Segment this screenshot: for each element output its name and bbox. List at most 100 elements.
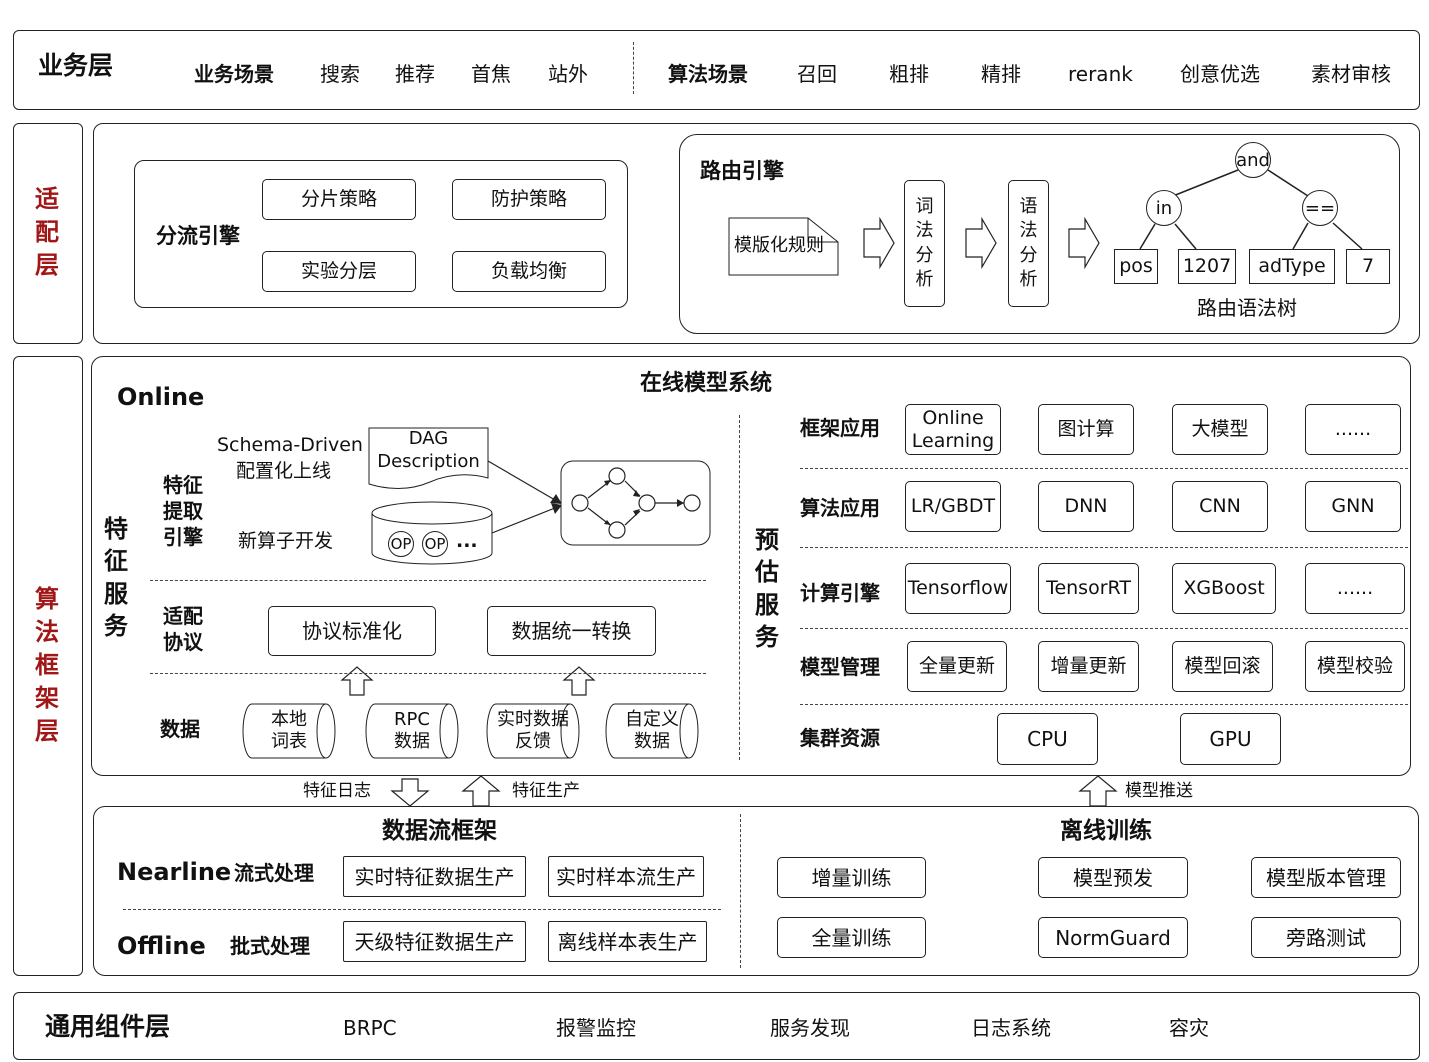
framework-more-box: ...... [1305, 404, 1401, 455]
predict-row-label: 模型管理 [800, 655, 880, 679]
feature-divider [150, 580, 706, 581]
offline-panel [93, 806, 1419, 976]
common-layer-title: 通用组件层 [45, 1012, 171, 1041]
common-item: 服务发现 [770, 1016, 850, 1040]
common-item: 报警监控 [556, 1016, 636, 1040]
nearline-label: Nearline [117, 858, 232, 886]
routing-engine-title: 路由引擎 [700, 159, 784, 183]
new-op-label: 新算子开发 [238, 530, 334, 552]
stream-label: 流式处理 [234, 861, 314, 885]
model-rollback-box: 模型回滚 [1172, 641, 1273, 692]
op-ellipsis: ... [456, 530, 478, 552]
common-item: BRPC [343, 1016, 397, 1040]
online-learning-box: Online Learning [905, 404, 1001, 455]
tensorrt-box: TensorRT [1038, 563, 1139, 614]
algo-scene-item: 召回 [797, 62, 837, 86]
algo-layer-label-panel [13, 356, 83, 976]
business-layer-panel [13, 30, 1420, 110]
protocol-standard-box: 协议标准化 [268, 606, 436, 656]
model-verify-box: 模型校验 [1305, 641, 1405, 692]
algo-scene-item: 精排 [981, 62, 1021, 86]
cnn-box: CNN [1172, 481, 1268, 532]
predict-divider [800, 628, 1408, 629]
shadow-test-box: 旁路测试 [1251, 917, 1401, 958]
gnn-box: GNN [1305, 481, 1401, 532]
normguard-box: NormGuard [1038, 917, 1188, 958]
business-scene-label: 业务场景 [194, 62, 274, 86]
tree-node-eq: == [1302, 190, 1338, 226]
common-item: 日志系统 [971, 1016, 1051, 1040]
offline-label: Offline [117, 932, 206, 960]
predict-row-label: 集群资源 [800, 726, 880, 750]
routing-tree-label: 路由语法树 [1197, 296, 1297, 320]
tree-node-in: in [1146, 190, 1182, 226]
gpu-box: GPU [1180, 713, 1281, 765]
data-source-realtime-feedback: 实时数据 反馈 [486, 703, 580, 759]
algo-scene-item: 素材审核 [1311, 62, 1391, 86]
offline-sample-table-box: 离线样本表生产 [548, 921, 707, 962]
dag-description-doc: DAG Description [377, 428, 480, 472]
predict-divider [800, 704, 1408, 705]
algo-scene-label: 算法场景 [668, 62, 748, 86]
data-source-rpc: RPC 数据 [365, 703, 459, 759]
predict-divider [800, 547, 1408, 548]
config-online-label: 配置化上线 [236, 460, 332, 482]
template-rule-doc: 模版化规则 [734, 235, 824, 256]
feature-log-label: 特征日志 [303, 781, 371, 801]
online-vertical-divider [739, 415, 740, 760]
lexical-analysis-box: 词法分析 [904, 180, 945, 307]
offline-vertical-divider [740, 814, 741, 968]
business-scene-item: 推荐 [395, 62, 435, 86]
online-label: Online [117, 383, 205, 411]
data-source-custom: 自定义 数据 [605, 703, 699, 759]
syntax-analysis-box: 语法分析 [1008, 180, 1049, 307]
tree-leaf: adType [1249, 249, 1335, 284]
protocol-divider [150, 673, 706, 674]
algo-layer-title: 算法框架层 [35, 585, 59, 746]
incremental-train-box: 增量训练 [777, 857, 926, 898]
cpu-box: CPU [997, 713, 1098, 765]
dnn-box: DNN [1038, 481, 1134, 532]
xgboost-box: XGBoost [1172, 563, 1276, 614]
offline-training-title: 离线训练 [1060, 818, 1152, 844]
feature-extract-title: 特征提取引擎 [163, 473, 203, 549]
business-scene-item: 搜索 [320, 62, 360, 86]
business-divider [633, 42, 634, 94]
algo-scene-item: rerank [1068, 62, 1133, 86]
adapter-layer-title: 适配层 [35, 185, 59, 280]
tensorflow-box: Tensorflow [905, 563, 1011, 614]
dataflow-divider [123, 909, 721, 910]
predict-service-title: 预估服务 [755, 526, 779, 652]
data-title: 数据 [160, 717, 200, 741]
adapter-layer-label-panel [13, 123, 83, 344]
tree-leaf: 7 [1346, 249, 1390, 284]
load-balance-box: 负载均衡 [452, 251, 606, 292]
protocol-title: 适配协议 [163, 604, 203, 654]
tree-node-and: and [1235, 142, 1271, 178]
business-scene-item: 站外 [548, 62, 588, 86]
daily-feature-prod-box: 天级特征数据生产 [343, 921, 526, 962]
experiment-layer-box: 实验分层 [262, 251, 416, 292]
tree-leaf: pos [1114, 249, 1158, 284]
realtime-sample-stream-box: 实时样本流生产 [548, 856, 704, 897]
model-preview-box: 模型预发 [1038, 857, 1188, 898]
algo-scene-item: 创意优选 [1180, 62, 1260, 86]
schema-driven-label: Schema-Driven [217, 434, 363, 456]
split-engine-title: 分流引擎 [156, 224, 240, 248]
feature-prod-label: 特征生产 [512, 781, 580, 801]
large-model-box: 大模型 [1172, 404, 1268, 455]
data-source-local-dict: 本地 词表 [242, 703, 336, 759]
online-model-system-title: 在线模型系统 [640, 371, 773, 396]
predict-row-label: 算法应用 [800, 496, 880, 520]
data-convert-box: 数据统一转换 [487, 606, 656, 656]
feature-service-title: 特征服务 [104, 515, 128, 641]
business-scene-item: 首焦 [471, 62, 511, 86]
full-train-box: 全量训练 [777, 917, 926, 958]
full-update-box: 全量更新 [907, 641, 1007, 692]
predict-divider [800, 468, 1408, 469]
common-layer-panel [13, 992, 1420, 1060]
predict-row-label: 计算引擎 [800, 581, 880, 605]
engine-more-box: ...... [1305, 563, 1405, 614]
business-layer-title: 业务层 [38, 51, 114, 80]
op-node: OP [422, 531, 448, 557]
